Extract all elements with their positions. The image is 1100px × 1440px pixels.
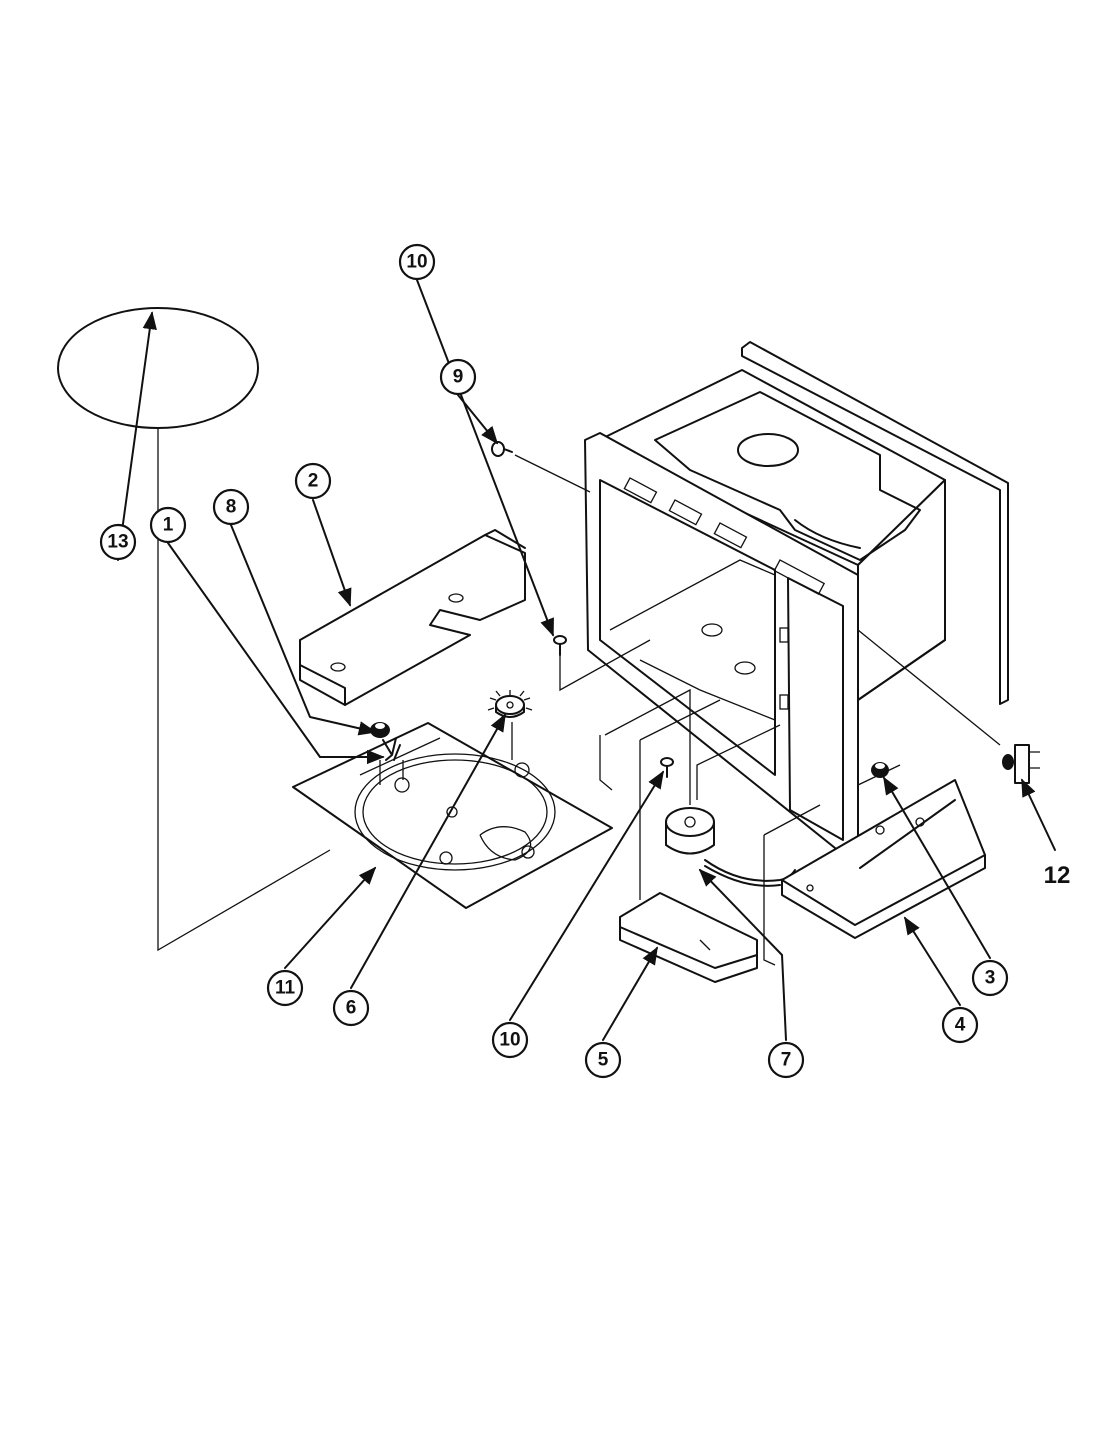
clip-part-1 [382,737,401,761]
callout-8-label: 8 [226,497,237,518]
callout-2-label: 2 [308,471,319,492]
callout-10-upper: 10 [398,243,436,281]
callout-11-label: 11 [275,978,296,999]
callout-13: 13 [99,523,137,561]
callout-6: 6 [332,989,370,1027]
screw-part-9 [491,441,513,457]
callout-7: 7 [767,1041,805,1079]
callout-9: 9 [439,358,477,396]
callout-5: 5 [584,1041,622,1079]
screw-part-10-lower [660,757,674,778]
callout-1: 1 [149,506,187,544]
callout-8: 8 [212,488,250,526]
callout-10-upper-label: 10 [406,252,427,273]
callout-10-lower-label: 10 [499,1030,520,1051]
callout-5-label: 5 [598,1050,609,1071]
oven-cabinet [584,341,1009,861]
callout-3-label: 3 [985,968,996,989]
callout-3: 3 [971,959,1009,997]
callout-4-label: 4 [955,1015,966,1036]
coupler-gear-part-6 [487,690,533,718]
base-bracket-part-4 [781,779,986,939]
turntable-motor-part-7 [665,807,796,887]
callout-10-lower: 10 [491,1021,529,1059]
callout-12-label: 12 [1044,862,1071,889]
switch-part-12 [1002,744,1040,784]
callout-1-label: 1 [163,515,174,536]
leader-lines [117,279,1056,1041]
motor-cover-part-5 [619,892,758,983]
glass-tray [57,307,259,429]
callout-6-label: 6 [346,998,357,1019]
callout-4: 4 [941,1006,979,1044]
bracket-part-2 [299,529,526,706]
screw-part-10-upper [553,635,567,656]
turntable-support-plate [292,722,613,909]
callout-13-label: 13 [107,532,128,553]
callout-11: 11 [266,969,304,1007]
callout-9-label: 9 [453,367,464,388]
roller-part-3 [871,762,889,778]
callout-2: 2 [294,462,332,500]
callout-7-label: 7 [781,1050,792,1071]
assembly-guide-lines [157,428,1001,966]
roller-part-8 [370,722,390,738]
